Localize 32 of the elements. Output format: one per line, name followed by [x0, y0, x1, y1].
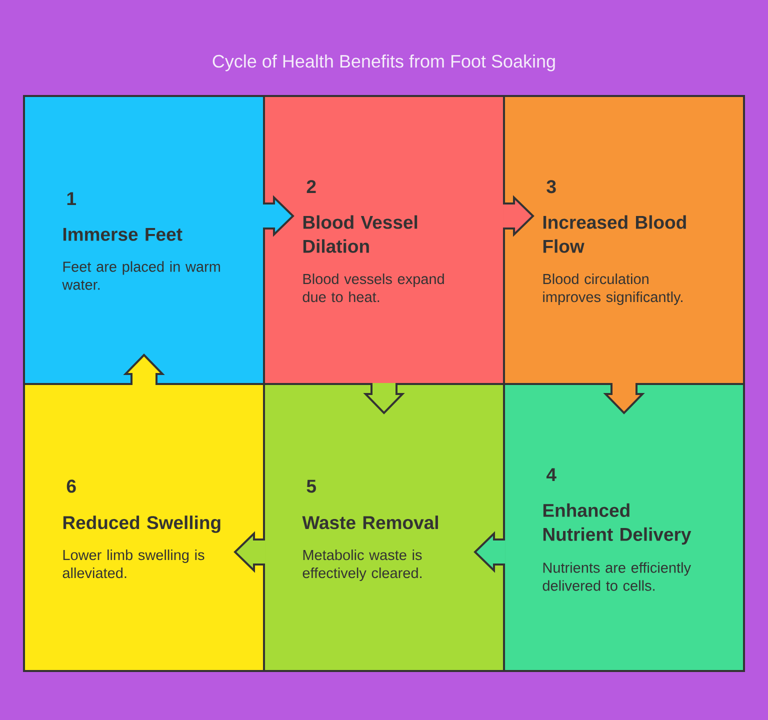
step-number: 2 [306, 180, 316, 193]
step-number: 4 [546, 468, 556, 481]
step-box [23, 383, 265, 672]
step-box [263, 95, 505, 385]
step-description: Blood circulation improves significantly. [543, 273, 682, 305]
step-number: 1 [67, 192, 76, 205]
step-description: Blood vessels expand due to heat. [302, 273, 444, 302]
step-title: Immerse Feet [63, 228, 182, 241]
arrow [363, 382, 405, 414]
step-title: Enhanced Nutrient Delivery [543, 503, 692, 545]
step-description: Feet are placed in warm water. [62, 261, 220, 290]
step-box [503, 95, 745, 385]
arrow [123, 354, 165, 386]
arrow [474, 531, 506, 573]
arrow [502, 195, 534, 237]
step-title: Increased Blood Flow [543, 215, 686, 253]
step-description: Metabolic waste is effectively cleared. [302, 550, 422, 581]
step-number: 5 [306, 480, 316, 493]
step-number: 3 [546, 180, 556, 194]
arrow [603, 382, 645, 414]
step-description: Lower limb swelling is alleviated. [62, 550, 204, 578]
diagram-title: Cycle of Health Benefits from Foot Soaking [212, 54, 555, 72]
step-description: Nutrients are efficiently delivered to cells. [542, 562, 691, 591]
step-title: Reduced Swelling [63, 516, 220, 533]
step-box [263, 383, 505, 672]
step-box [503, 383, 745, 672]
step-title: Blood Vessel Dilation [303, 215, 418, 253]
step-number: 6 [66, 480, 76, 493]
step-title: Waste Removal [302, 516, 438, 530]
arrow [234, 531, 266, 573]
step-box [23, 95, 265, 385]
arrow [262, 195, 294, 237]
